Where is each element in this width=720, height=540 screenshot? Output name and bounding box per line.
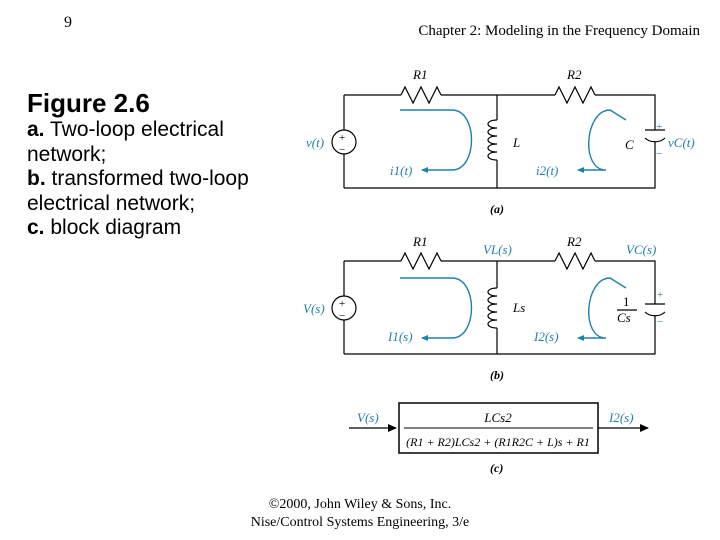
- loop-arrow-I1: [400, 277, 473, 341]
- voltage-source-b: [331, 295, 357, 321]
- wire-right-bottom: [344, 152, 656, 189]
- footer-line-2: Nise/Control Systems Engineering, 3/e: [250, 515, 470, 530]
- caption-text-a: Two-loop electrical network;: [27, 118, 224, 166]
- r1-label-a: R1: [412, 67, 427, 82]
- source-label-a: v(t): [306, 135, 324, 150]
- caption-letter-b: b.: [27, 167, 46, 190]
- caption-letter-a: a.: [27, 118, 45, 141]
- inductor-ls: [487, 287, 498, 329]
- page-number: 9: [64, 14, 72, 31]
- transfer-numerator: LCs2: [483, 410, 512, 425]
- r2-label-b: R2: [566, 234, 582, 249]
- caption-text-b: transformed two-loop electrical network;: [27, 167, 249, 215]
- current2-label-a: i2(t): [536, 163, 558, 178]
- resistor-r2-b: [554, 251, 596, 271]
- r2-label-a: R2: [566, 67, 582, 82]
- wire-top-right: [595, 94, 656, 126]
- source-minus-b: −: [339, 310, 345, 322]
- cap-minus-a: −: [656, 148, 662, 160]
- source-label-b: V(s): [303, 301, 325, 316]
- footer-line-1: ©2000, John Wiley & Sons, Inc.: [268, 497, 452, 512]
- node-vc-label: VC(s): [626, 242, 656, 257]
- current1-label-a: i1(t): [390, 163, 412, 178]
- resistor-r1: [400, 85, 442, 105]
- copyright-footer: ©2000, John Wiley & Sons, Inc. Nise/Cont…: [0, 496, 720, 532]
- transfer-denominator: (R1 + R2)LCs2 + (R1R2C + L)s + R1: [406, 435, 590, 449]
- source-minus-a: −: [339, 144, 345, 156]
- wire-top-right-b: [595, 260, 656, 300]
- cap-plus-b: +: [657, 289, 663, 301]
- block-output-label: I2(s): [608, 410, 634, 425]
- cap-minus-b: −: [657, 316, 663, 328]
- node-vl-label: VL(s): [483, 242, 512, 257]
- current2-label-b: I2(s): [533, 329, 559, 344]
- cap-voltage-label-a: vC(t): [668, 135, 695, 150]
- caption-letter-c: c.: [27, 216, 45, 239]
- capacitor-num-b: 1: [623, 294, 630, 309]
- block-diagram: [349, 402, 649, 454]
- capacitor-bottom-plate: [644, 137, 666, 143]
- figure-title: Figure 2.6: [27, 88, 150, 118]
- chapter-title: Chapter 2: Modeling in the Frequency Dom…: [418, 23, 700, 39]
- inductor-l: [487, 119, 498, 161]
- subfigure-label-c: (c): [490, 461, 503, 475]
- source-plus-b: +: [339, 298, 345, 310]
- current1-label-b: I1(s): [387, 329, 413, 344]
- caption-item-c: c. block diagram: [27, 216, 267, 241]
- inductor-label-b: Ls: [512, 300, 525, 315]
- subfigure-label-a: (a): [490, 202, 504, 216]
- r1-label-b: R1: [412, 234, 427, 249]
- circuit-a: [331, 85, 666, 189]
- voltage-source-a: [331, 129, 357, 155]
- capacitor-den-b: Cs: [617, 310, 631, 325]
- wire-right-bottom-b: [344, 324, 656, 355]
- resistor-r2: [554, 85, 596, 105]
- source-plus-a: +: [339, 132, 345, 144]
- capacitor-bottom-plate-b: [644, 311, 666, 317]
- loop-arrow-i1: [400, 109, 473, 173]
- cap-plus-a: +: [656, 121, 662, 133]
- inductor-label-a: L: [512, 135, 520, 150]
- figure-caption: Figure 2.6 a. Two-loop electrical networ…: [27, 88, 267, 241]
- loop-arrow-i2: [577, 109, 627, 173]
- caption-item-a: a. Two-loop electrical network;: [27, 118, 267, 167]
- circuit-b: [331, 251, 666, 355]
- caption-item-b: b. transformed two-loop electrical netwo…: [27, 167, 267, 216]
- capacitor-label-a: C: [625, 137, 634, 152]
- subfigure-label-b: (b): [490, 368, 504, 382]
- loop-arrow-I2: [577, 277, 627, 341]
- caption-text-c: block diagram: [50, 216, 182, 239]
- block-input-label: V(s): [357, 410, 379, 425]
- resistor-r1-b: [400, 251, 442, 271]
